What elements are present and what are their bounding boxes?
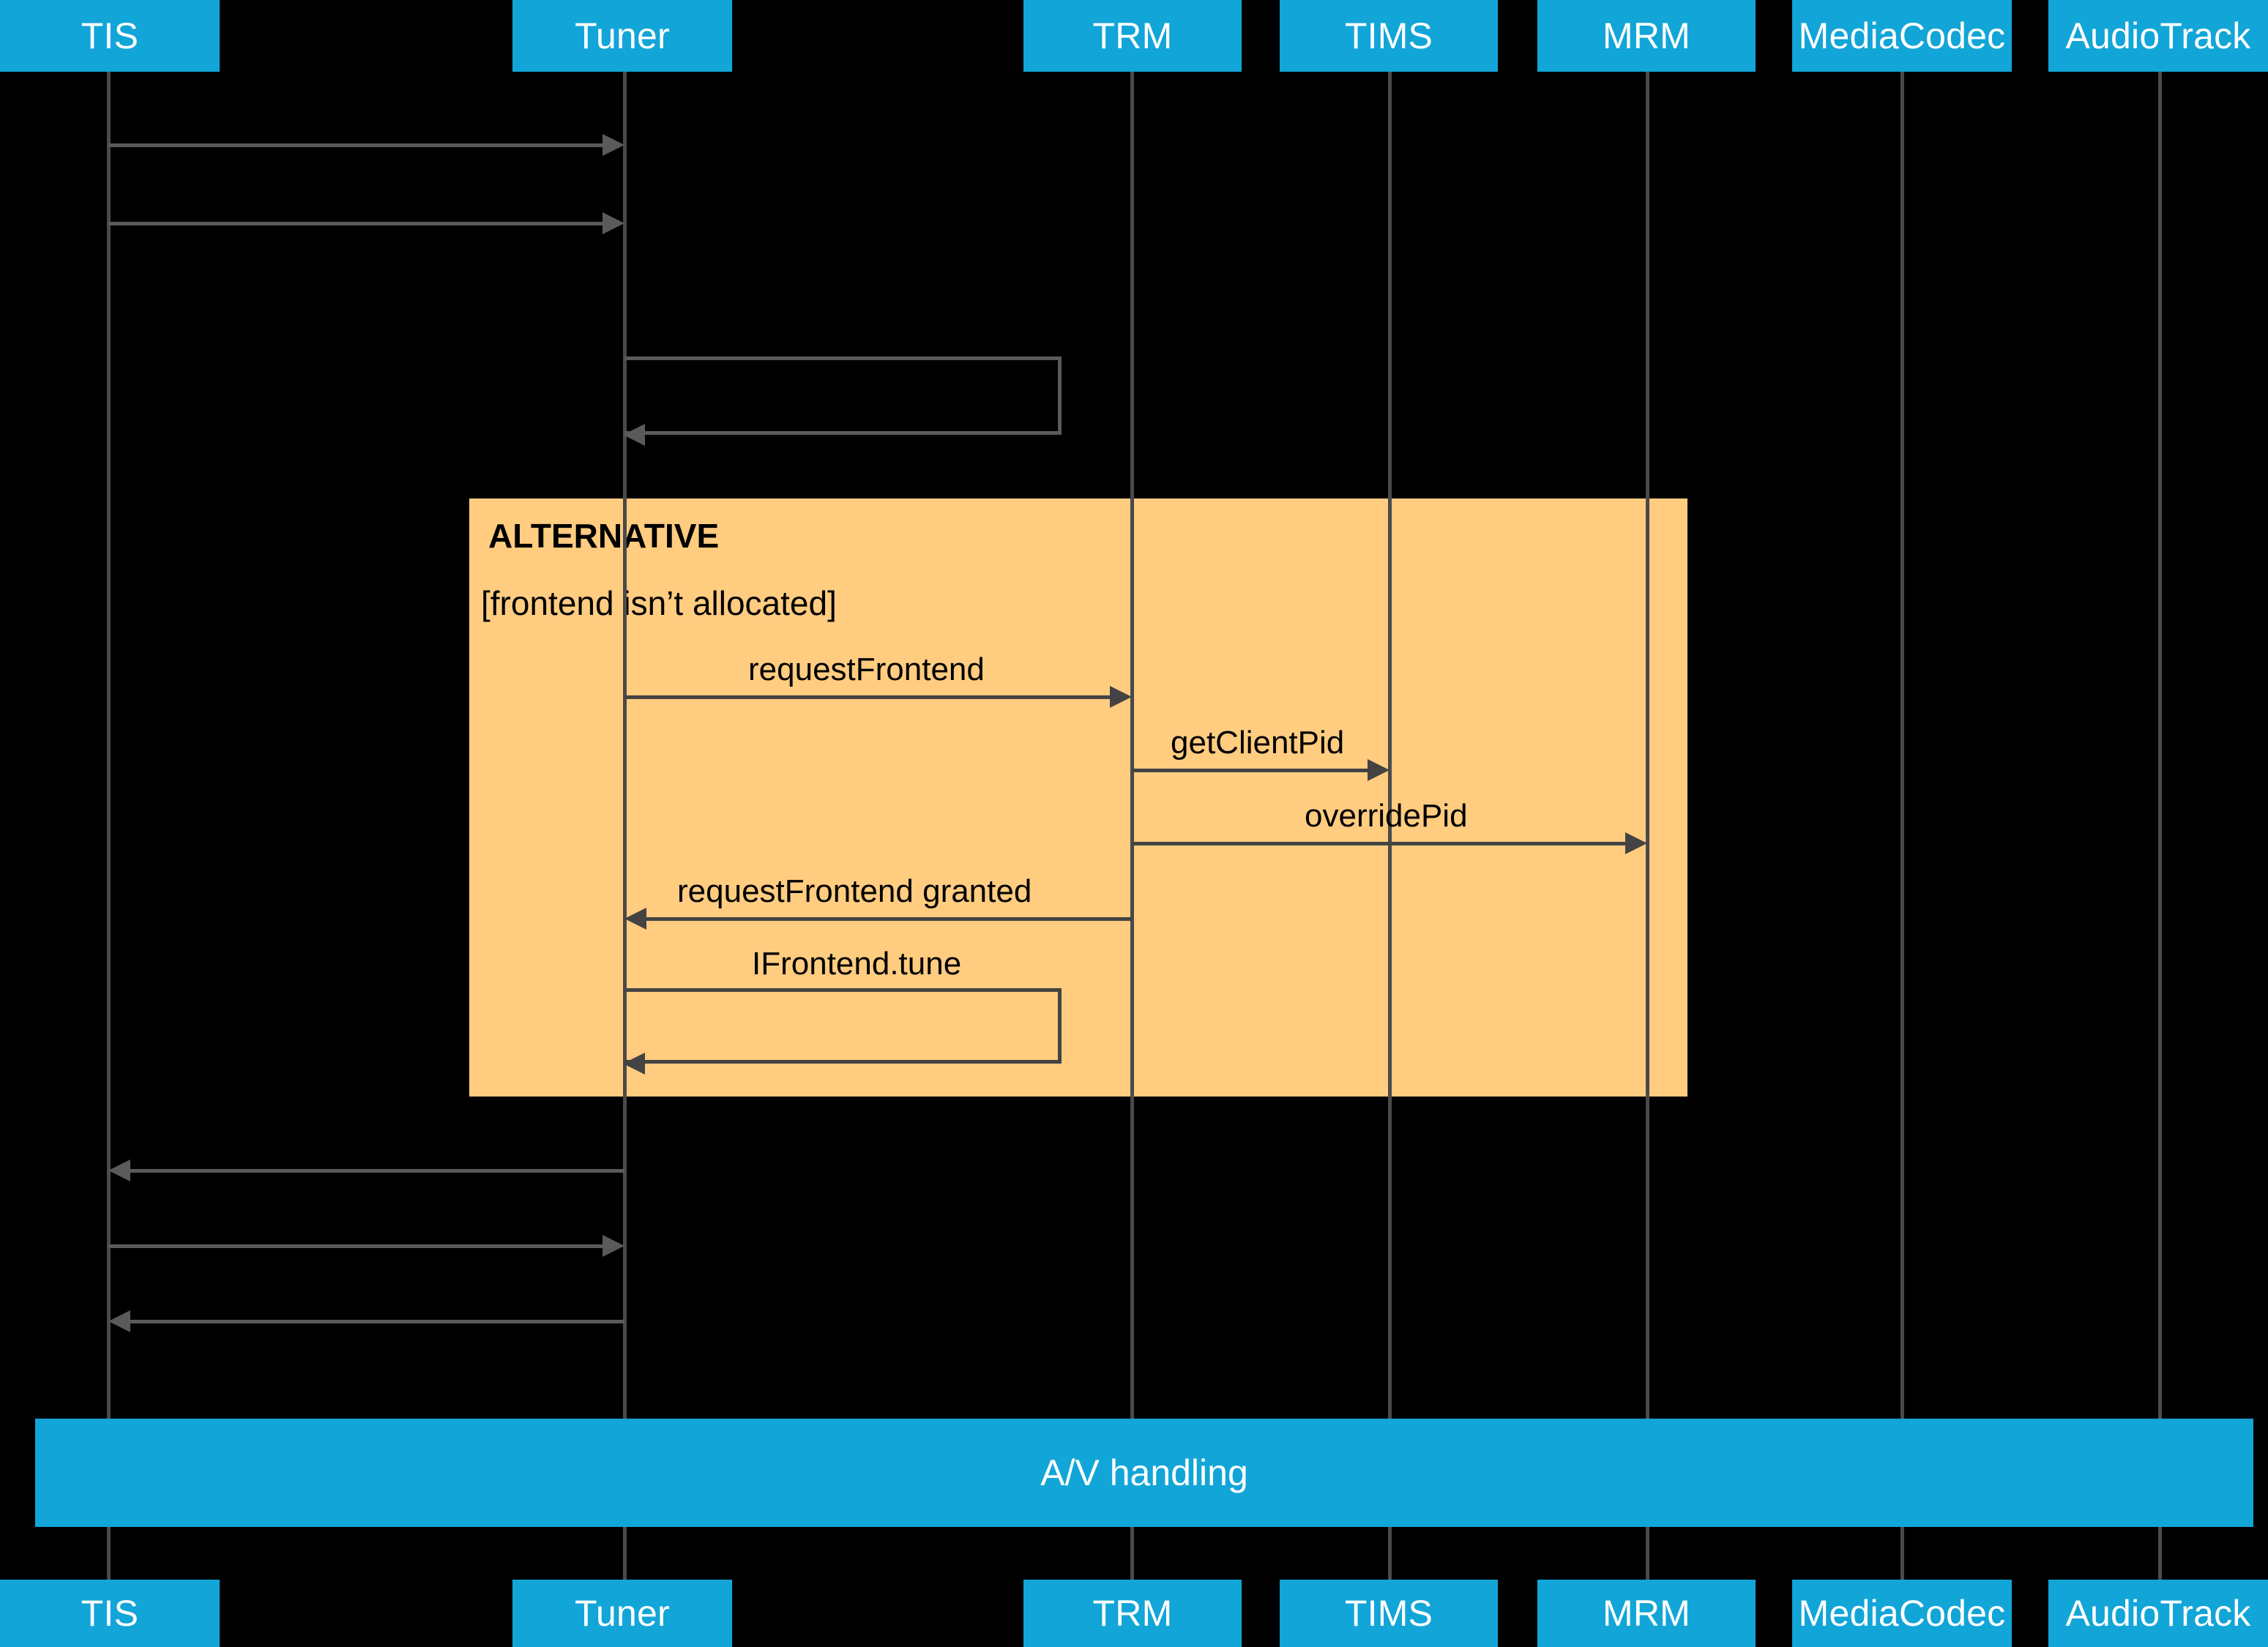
message-label-overridepid: overridePid (1305, 798, 1468, 834)
lifeline-trm-in-fragment (1130, 498, 1134, 1097)
participant-footer-audiotrack[interactable]: AudioTrack (2048, 1580, 2268, 1647)
participant-header-tuner[interactable]: Tuner (512, 0, 732, 72)
participant-footer-mediacodec[interactable]: MediaCodec (1792, 1580, 2012, 1647)
fragment-guard-label: [frontend isn’t allocated] (481, 584, 837, 622)
participant-header-tims[interactable]: TIMS (1280, 0, 1498, 72)
participant-footer-tims[interactable]: TIMS (1280, 1580, 1498, 1647)
self-call-arrowhead-1 (623, 424, 645, 446)
message-label-getclientpid: getClientPid (1171, 725, 1345, 761)
lifeline-audiotrack (2158, 72, 2162, 1580)
message-label-ifrontend-tune: IFrontend.tune (752, 946, 962, 982)
fragment-operator-label: ALTERNATIVE (488, 517, 720, 555)
participant-footer-tuner[interactable]: Tuner (512, 1580, 732, 1647)
participant-header-trm[interactable]: TRM (1023, 0, 1242, 72)
participant-footer-mrm[interactable]: MRM (1537, 1580, 1756, 1647)
lifeline-tims-in-fragment (1388, 498, 1392, 1097)
fragment-alternative (469, 498, 1687, 1097)
self-call-arrowhead-ifrontend-tune (623, 1053, 645, 1075)
participant-header-mediacodec[interactable]: MediaCodec (1792, 0, 2012, 72)
participant-header-mrm[interactable]: MRM (1537, 0, 1756, 72)
participant-header-audiotrack[interactable]: AudioTrack (2048, 0, 2268, 72)
participant-footer-trm[interactable]: TRM (1023, 1580, 1242, 1647)
reference-bar-av-handling: A/V handling (35, 1419, 2253, 1527)
participant-header-tis[interactable]: TIS (0, 0, 220, 72)
lifeline-mediacodec (1900, 72, 1904, 1580)
lifeline-tis (107, 72, 111, 1580)
self-call-box-ifrontend-tune (624, 988, 1062, 1064)
message-label-requestfrontend: requestFrontend (748, 651, 985, 687)
lifeline-mrm-in-fragment (1646, 498, 1649, 1097)
lifeline-tuner-in-fragment (623, 498, 627, 1097)
self-call-box-1 (624, 356, 1062, 435)
participant-footer-tis[interactable]: TIS (0, 1580, 220, 1647)
message-label-requestfrontend-granted: requestFrontend granted (677, 873, 1032, 909)
